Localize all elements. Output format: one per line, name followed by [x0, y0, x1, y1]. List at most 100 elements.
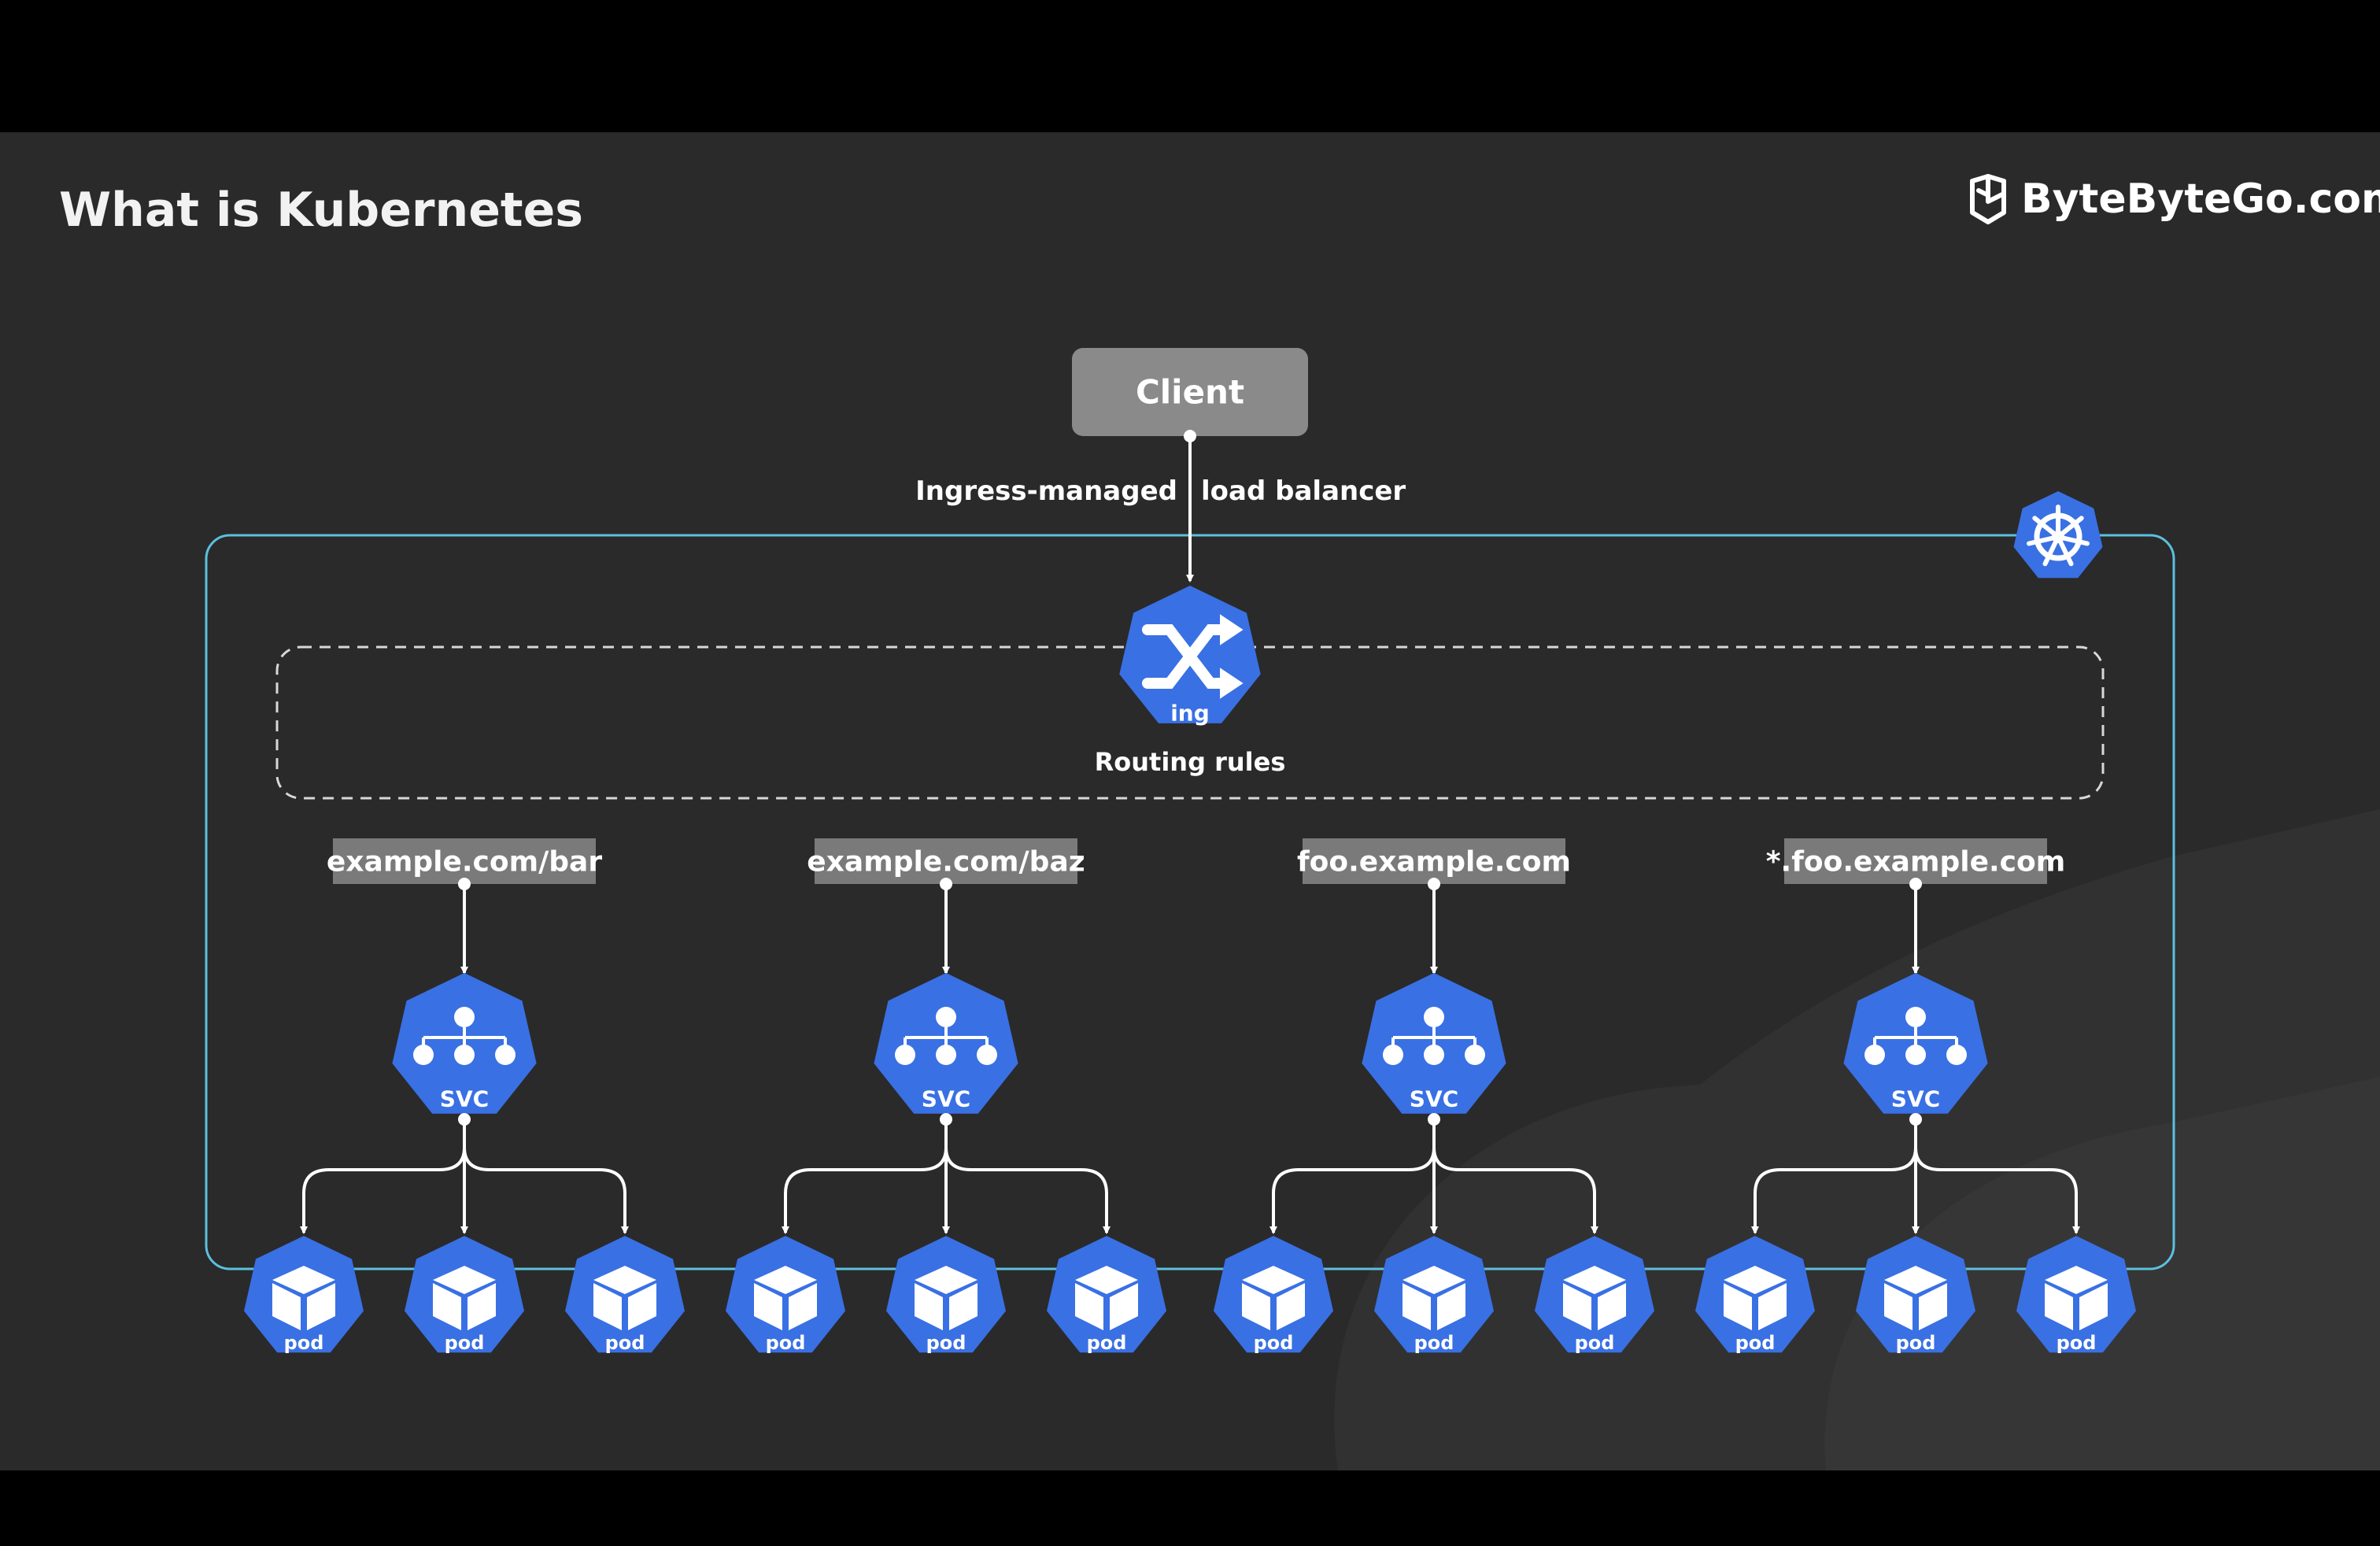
cube-left: [2045, 1283, 2073, 1330]
routing-rule-box: [815, 838, 1077, 884]
pod-node: pod: [1695, 1236, 1815, 1354]
cube-left: [1724, 1283, 1752, 1330]
cube-icon: [1242, 1266, 1305, 1330]
service-label: SVC: [1410, 1086, 1458, 1112]
routing-rule-label: example.com/baz: [807, 846, 1085, 878]
cube-icon: [1075, 1266, 1138, 1330]
pod-node: pod: [1535, 1236, 1654, 1354]
cube-top: [1242, 1266, 1305, 1294]
pod-label: pod: [2057, 1332, 2097, 1354]
shuffle-arrow-bottom: [1220, 668, 1244, 699]
routing-rule: example.com/bar: [327, 838, 602, 884]
cube-right: [1110, 1283, 1138, 1330]
bytebytego-logo-icon: [1970, 174, 2006, 224]
cube-top: [2045, 1266, 2108, 1294]
service-icon-branches: [1391, 1027, 1476, 1045]
cube-left: [1075, 1283, 1103, 1330]
service-node: SVC: [392, 973, 537, 1114]
pod-label: pod: [1735, 1332, 1776, 1354]
cube-left: [1402, 1283, 1431, 1330]
pod-shape: [1214, 1236, 1333, 1353]
service-icon-leaf: [936, 1045, 956, 1065]
pod-label: pod: [1896, 1332, 1936, 1354]
client-box: [1072, 348, 1308, 436]
routing-rule-label: *.foo.example.com: [1766, 846, 2066, 878]
cube-icon: [1402, 1266, 1465, 1330]
pod-label: pod: [1254, 1332, 1294, 1354]
routing-rule: foo.example.com: [1297, 838, 1571, 884]
cube-left: [915, 1283, 943, 1330]
pod-shape: [1695, 1236, 1815, 1353]
pod-shape: [1047, 1236, 1166, 1353]
service-node: SVC: [1843, 973, 1988, 1114]
cube-top: [1075, 1266, 1138, 1294]
service-icon: [413, 1007, 516, 1065]
cube-icon: [593, 1266, 656, 1330]
cube-icon: [1724, 1266, 1787, 1330]
service-to-pod-arrow: [1432, 1147, 1598, 1234]
cube-right: [2079, 1283, 2108, 1330]
service-to-pod-arrow: [944, 1147, 1111, 1234]
service-icon: [1383, 1007, 1485, 1065]
cube-right: [1919, 1283, 1947, 1330]
service-node: SVC: [1362, 973, 1506, 1114]
service-icon-branches: [1873, 1027, 1958, 1045]
cube-top: [1402, 1266, 1465, 1294]
cube-right: [1758, 1283, 1787, 1330]
pod-shape: [244, 1236, 364, 1353]
service-node: SVC: [874, 973, 1018, 1114]
cube-right: [628, 1283, 656, 1330]
service-label: SVC: [440, 1086, 489, 1112]
cube-right: [307, 1283, 335, 1330]
cube-top: [1724, 1266, 1787, 1294]
routing-rule-box: [1784, 838, 2047, 884]
pod-shape: [726, 1236, 845, 1353]
shuffle-icon: [1142, 624, 1233, 689]
cube-right: [468, 1283, 496, 1330]
service-icon-leaf: [413, 1045, 434, 1065]
cube-left: [1884, 1283, 1913, 1330]
cube-icon: [272, 1266, 335, 1330]
load-balancer-label-left: Ingress-managed: [915, 475, 1177, 507]
kubernetes-helm-icon: [2013, 491, 2103, 579]
routing-rule: example.com/baz: [807, 838, 1085, 884]
ingress-node: ing: [1119, 586, 1261, 727]
client-label: Client: [1136, 373, 1244, 412]
cube-icon: [754, 1266, 817, 1330]
routing-rule-label: example.com/bar: [327, 846, 602, 878]
pod-label: pod: [926, 1332, 966, 1354]
service-to-pod-arrow: [1914, 1147, 2080, 1234]
pod-node: pod: [405, 1236, 524, 1354]
cube-top: [1563, 1266, 1626, 1294]
service-to-pod-arrow: [463, 1147, 629, 1234]
routing-rule-box: [1303, 838, 1565, 884]
pod-shape: [565, 1236, 685, 1353]
pod-label: pod: [605, 1332, 645, 1354]
service-icon-leaf: [1383, 1045, 1403, 1065]
cube-top: [915, 1266, 978, 1294]
pod-shape: [1535, 1236, 1654, 1353]
cube-icon: [915, 1266, 978, 1330]
routing-rule-label: foo.example.com: [1297, 846, 1571, 878]
cube-top: [272, 1266, 335, 1294]
load-balancer-label-right: load balancer: [1201, 475, 1406, 507]
service-icon-leaf: [454, 1045, 475, 1065]
pod-node: pod: [886, 1236, 1006, 1354]
pod-node: pod: [565, 1236, 685, 1354]
cube-top: [1884, 1266, 1947, 1294]
slide-title: What is Kubernetes: [59, 183, 584, 238]
brand-name: ByteByteGo.com: [2021, 176, 2380, 223]
shuffle-path-2: [1142, 624, 1233, 689]
pod-node: pod: [1856, 1236, 1975, 1354]
cube-icon: [2045, 1266, 2108, 1330]
routing-rule: *.foo.example.com: [1766, 838, 2066, 884]
cube-right: [949, 1283, 978, 1330]
cube-top: [593, 1266, 656, 1294]
brand: ByteByteGo.com: [1968, 173, 2380, 225]
pod-node: pod: [726, 1236, 845, 1354]
